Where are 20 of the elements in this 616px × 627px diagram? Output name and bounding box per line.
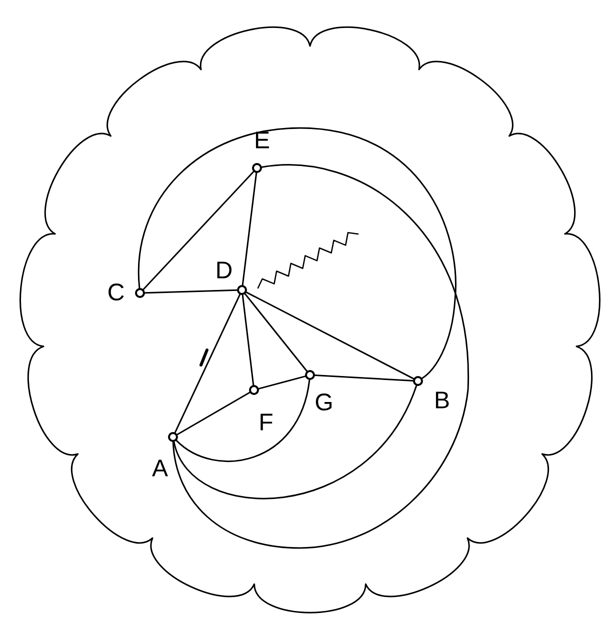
graph-edge xyxy=(242,172,258,286)
vertex-label: B xyxy=(436,392,449,408)
graph-edge xyxy=(142,170,254,290)
vertex-label: D xyxy=(217,262,232,278)
vertex-label: F xyxy=(260,414,272,430)
graph-edge xyxy=(174,294,241,434)
vertex-label: C xyxy=(108,284,124,300)
graph-edge xyxy=(242,294,254,386)
graph-edge xyxy=(138,127,456,380)
graph-edge xyxy=(244,293,308,372)
graph-edge xyxy=(173,385,418,500)
graph-edge xyxy=(172,164,469,549)
vertex-label: A xyxy=(152,460,168,476)
vertex-label: G xyxy=(316,394,332,410)
graph-edge xyxy=(176,392,250,436)
graph-edge xyxy=(144,289,238,294)
graph-edge xyxy=(258,376,306,390)
graph-edge xyxy=(314,374,414,382)
graph-edge xyxy=(246,292,414,380)
graph-edge xyxy=(176,379,310,462)
